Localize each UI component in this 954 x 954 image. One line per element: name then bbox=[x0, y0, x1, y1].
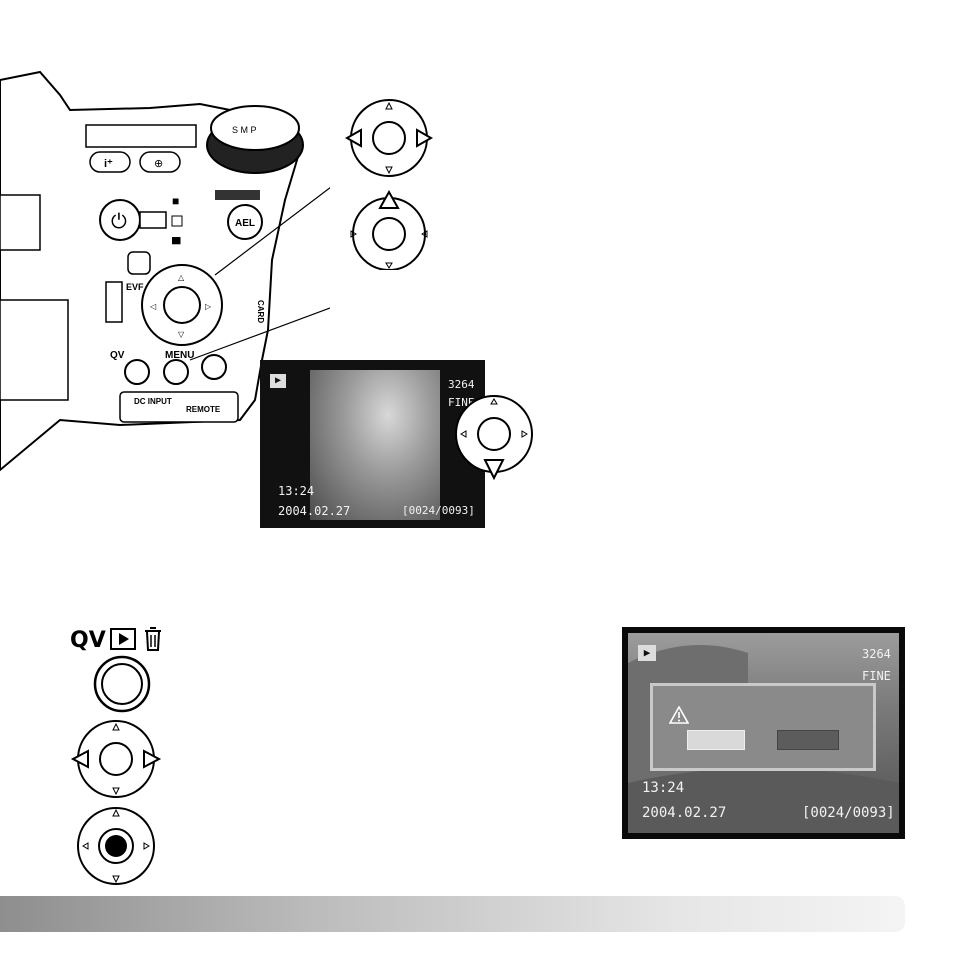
svg-text:S M P: S M P bbox=[232, 125, 257, 135]
image-size-label: 3264 bbox=[862, 647, 891, 661]
image-size-label: 3264 bbox=[448, 378, 475, 391]
delete-dialog bbox=[650, 683, 876, 771]
frame-counter: [0024/0093] bbox=[402, 504, 475, 517]
ael-label: AEL bbox=[235, 218, 255, 229]
svg-text:◁: ◁ bbox=[150, 302, 157, 311]
footer-bar bbox=[0, 896, 905, 932]
playback-screen: ▶ 3264 FINE 13:24 2004.02.27 [0024/0093] bbox=[260, 360, 485, 528]
time-label: 13:24 bbox=[642, 780, 685, 796]
svg-text:⊕: ⊕ bbox=[154, 158, 163, 170]
svg-text:△: △ bbox=[178, 273, 185, 282]
frame-counter: [0024/0093] bbox=[802, 805, 895, 821]
dc-input-label: DC INPUT bbox=[134, 397, 172, 406]
svg-text:⏻: ⏻ bbox=[111, 211, 127, 233]
playback-icon bbox=[110, 628, 136, 650]
controller-center-press-diagram bbox=[77, 807, 155, 885]
trash-icon bbox=[145, 627, 161, 651]
svg-text:i⁺: i⁺ bbox=[104, 158, 113, 170]
playback-mode-icon: ▶ bbox=[638, 645, 656, 661]
card-label: CARD bbox=[256, 300, 265, 323]
date-label: 2004.02.27 bbox=[642, 805, 727, 821]
no-button[interactable] bbox=[777, 730, 839, 750]
evf-label: EVF bbox=[126, 282, 144, 292]
qv-label: QV bbox=[110, 350, 125, 361]
playback-mode-icon: ▶ bbox=[270, 374, 286, 388]
yes-button[interactable] bbox=[687, 730, 745, 750]
delete-confirmation-screen: ▶ 3264 FINE 13:24 2004.02.27 [0024/0093] bbox=[622, 627, 905, 839]
controller-left-right-diagram bbox=[345, 99, 434, 177]
quality-label: FINE bbox=[862, 669, 891, 683]
controller-up-diagram bbox=[350, 190, 428, 270]
warning-icon bbox=[669, 706, 689, 724]
qv-label-text: QV bbox=[70, 628, 106, 653]
qv-button-diagram bbox=[93, 655, 151, 713]
svg-text:■: ■ bbox=[172, 194, 179, 208]
date-label: 2004.02.27 bbox=[278, 504, 351, 518]
svg-text:▽: ▽ bbox=[178, 330, 185, 339]
controller-down-diagram bbox=[455, 395, 533, 481]
remote-label: REMOTE bbox=[186, 405, 221, 414]
controller-left-right-step-diagram bbox=[70, 720, 162, 798]
camera-body-illustration: i⁺ ⊕ S M P ⏻ ■ ▀ AEL EVF △ ▽ ◁ ▷ QV MENU… bbox=[0, 70, 330, 472]
time-label: 13:24 bbox=[278, 484, 315, 498]
child-photo bbox=[310, 370, 440, 520]
svg-text:▀: ▀ bbox=[172, 237, 181, 251]
svg-text:▷: ▷ bbox=[205, 302, 212, 311]
menu-label: MENU bbox=[165, 350, 194, 361]
